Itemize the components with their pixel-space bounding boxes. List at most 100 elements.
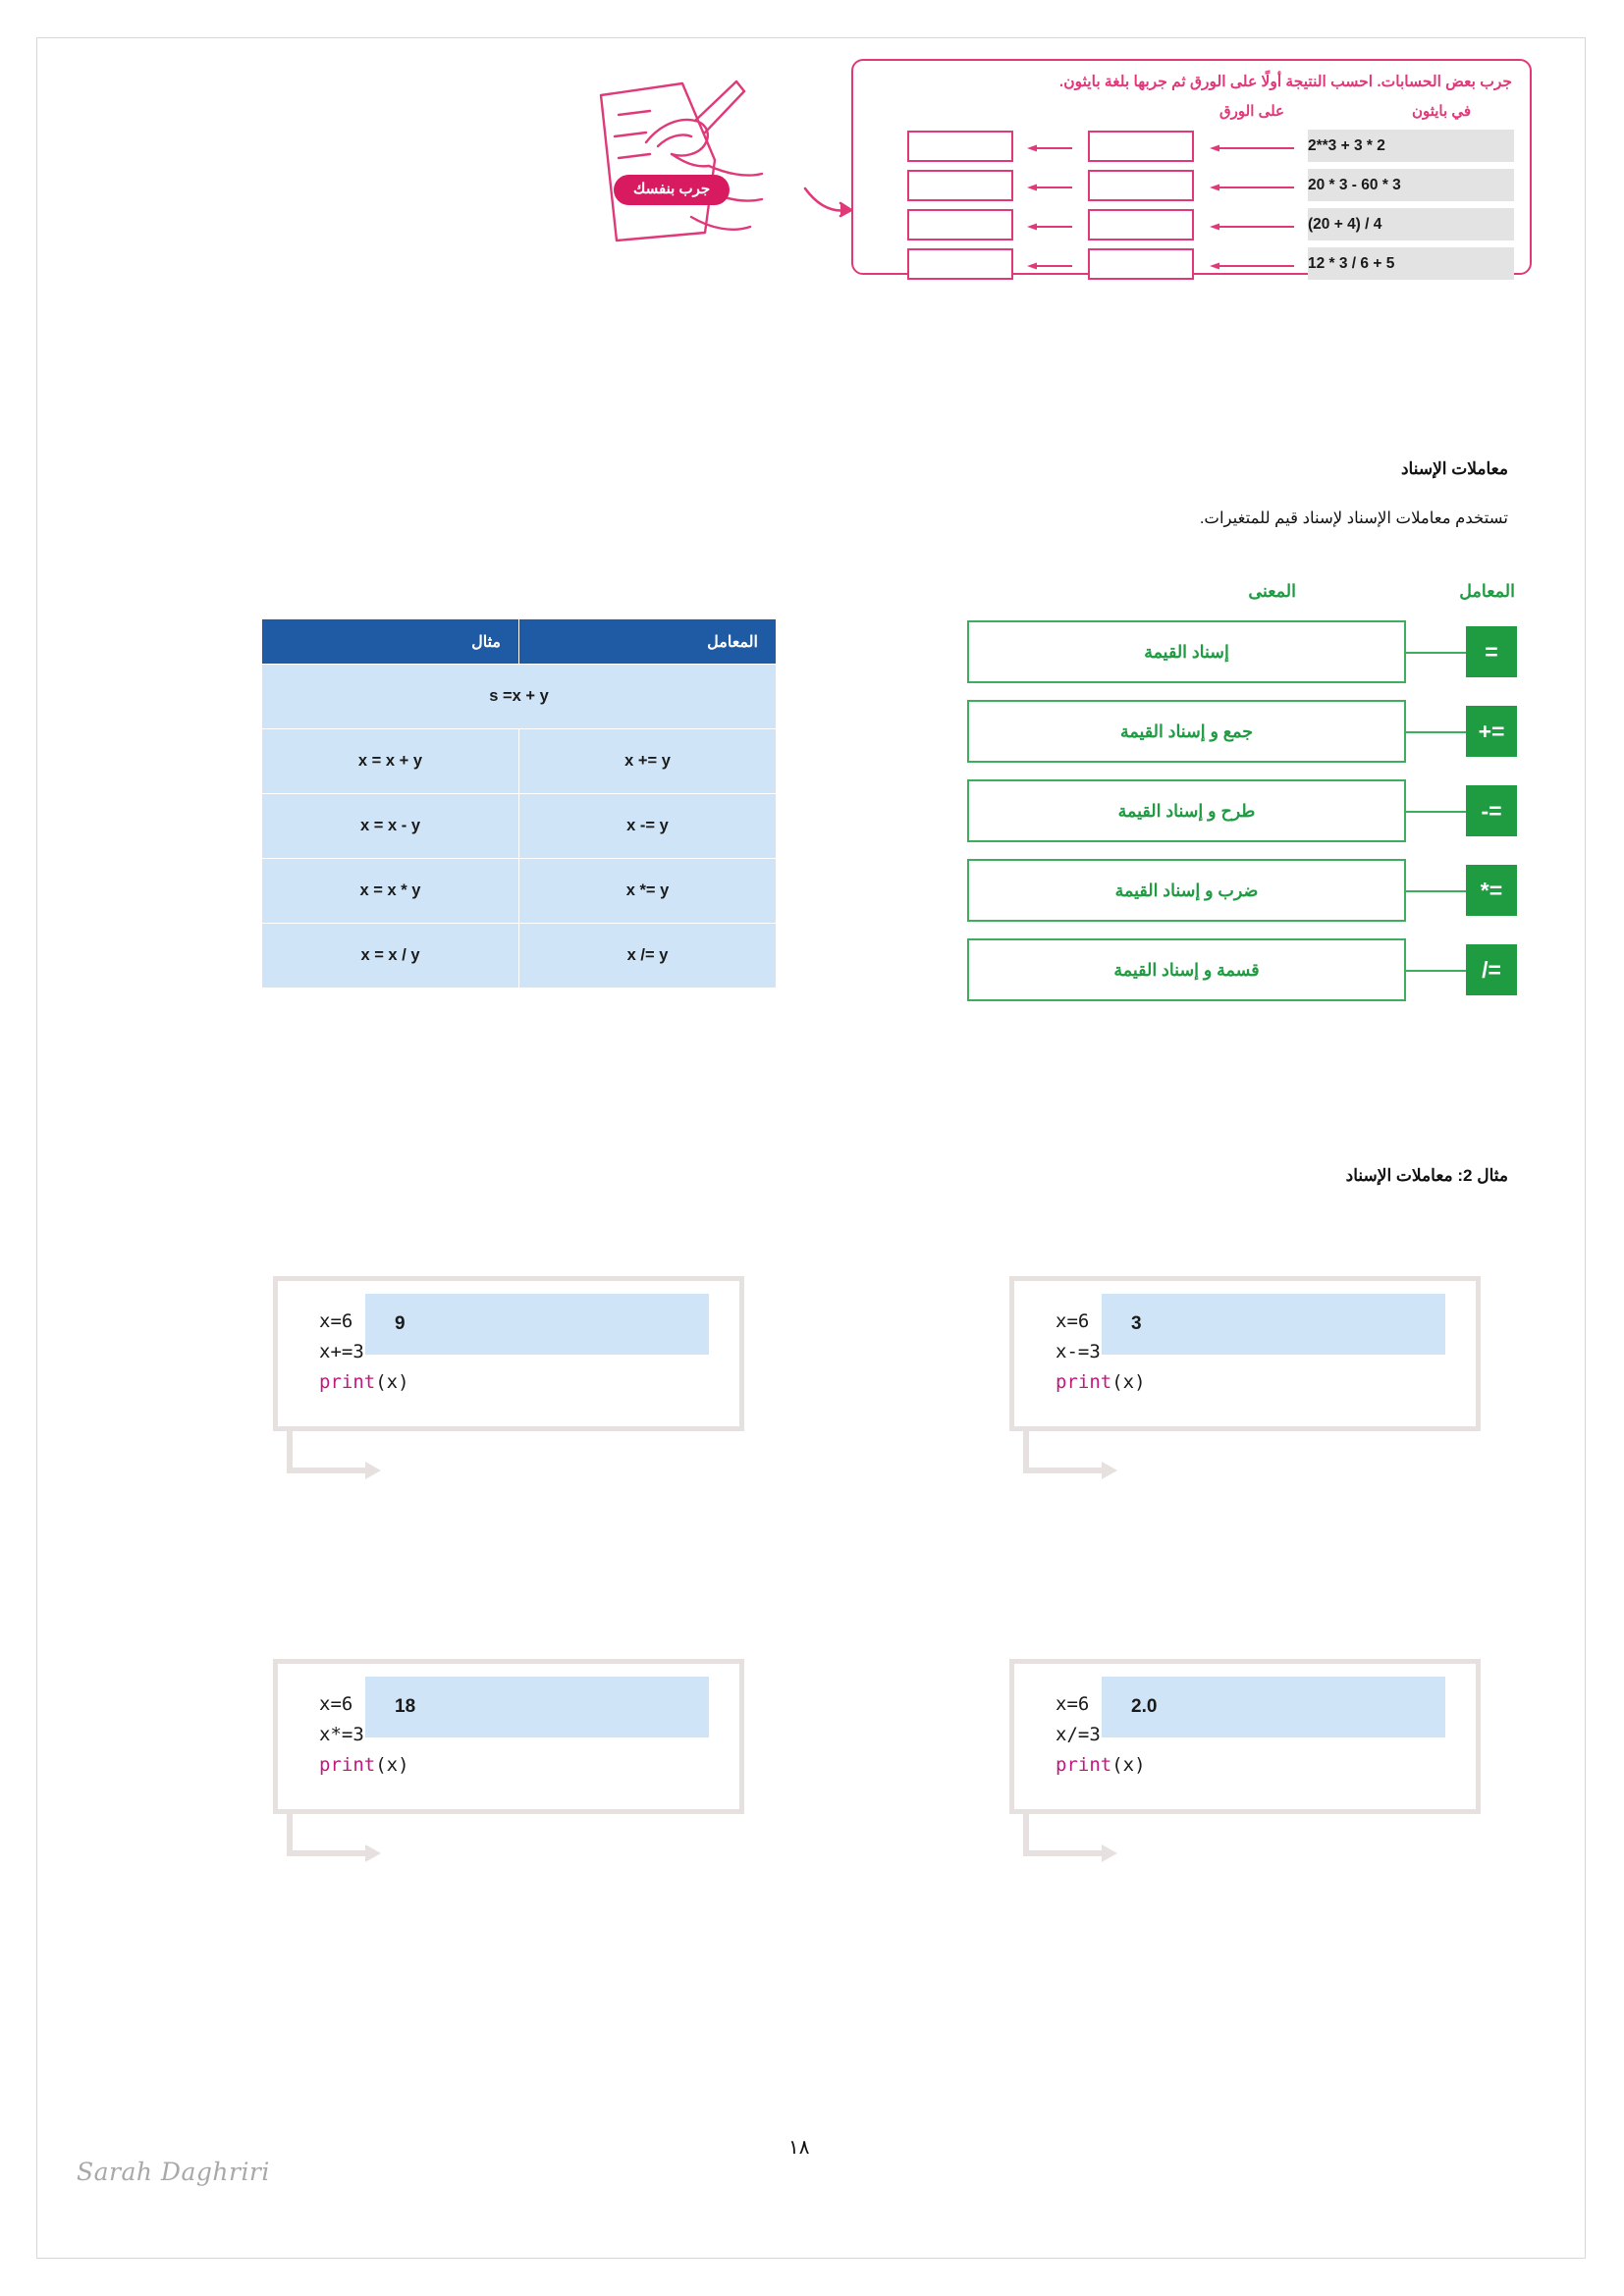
expression-chip: 12 * 3 / 6 + 5: [1308, 247, 1514, 280]
answer-blank-paper[interactable]: [1088, 248, 1194, 280]
exercise-row: 2**3 + 3 * 2: [867, 130, 1516, 164]
code-example-card: x=6 x*=3 print(x) 18: [273, 1659, 744, 1877]
code-line: x/=3: [1056, 1723, 1101, 1745]
exercise-row: 20 * 3 - 60 * 3: [867, 169, 1516, 203]
table-cell-example: x = x - y: [261, 793, 519, 859]
code-args: (x): [1111, 1753, 1146, 1776]
code-line-print: print(x): [278, 1750, 739, 1781]
answer-blank-python[interactable]: [907, 131, 1013, 162]
table-cell-example: x = x / y: [261, 923, 519, 988]
operator-meaning-label: جمع و إسناد القيمة: [967, 700, 1406, 763]
answer-blank-python[interactable]: [907, 248, 1013, 280]
assignment-operators-heading: معاملات الإسناد: [1400, 459, 1508, 478]
table-cell-operator: x /= y: [518, 923, 777, 988]
diagram-row: = إسناد القيمة: [967, 620, 1517, 687]
table-header-example: مثال: [261, 618, 519, 665]
table-cell-operator: x += y: [518, 728, 777, 794]
table-row: x /= y x = x / y: [261, 923, 777, 988]
hand-writing-doodle-icon: [589, 64, 825, 260]
column-label-python: في بايثون: [1411, 103, 1471, 120]
answer-blank-paper[interactable]: [1088, 131, 1194, 162]
arrow-right-icon: [1021, 144, 1072, 152]
code-line: x=6: [319, 1310, 353, 1332]
diagram-header-row: المعامل المعنى: [967, 581, 1517, 620]
table-row: s =x + y: [261, 664, 777, 729]
code-line-print: print(x): [278, 1367, 739, 1398]
code-output-value: 3: [1102, 1294, 1445, 1355]
exercise-instruction: جرب بعض الحسابات. احسب النتيجة أولًا على…: [1058, 74, 1512, 90]
code-line: x+=3: [319, 1340, 364, 1362]
table-row: x += y x = x + y: [261, 728, 777, 794]
output-connector: [273, 1431, 744, 1494]
exercise-rows: 2**3 + 3 * 2 20 * 3 - 60 * 3: [867, 130, 1516, 287]
diagram-header-meaning: المعنى: [1248, 581, 1296, 601]
code-args: (x): [375, 1753, 409, 1776]
example-section-heading: مثال 2: معاملات الإسناد: [1345, 1166, 1508, 1185]
operator-meaning-label: طرح و إسناد القيمة: [967, 779, 1406, 842]
answer-blank-python[interactable]: [907, 170, 1013, 201]
code-output-value: 18: [365, 1677, 709, 1737]
answer-blank-python[interactable]: [907, 209, 1013, 240]
answer-blank-paper[interactable]: [1088, 209, 1194, 240]
operator-symbol-chip: +=: [1466, 706, 1517, 757]
operator-examples-table: المعامل مثال s =x + y x += y x = x + y x…: [261, 618, 777, 988]
arrow-right-icon: [1021, 223, 1072, 231]
connector-line: [1405, 970, 1466, 972]
page-frame-border: [36, 37, 1586, 2259]
arrow-right-icon: [1204, 262, 1294, 270]
connector-line: [1405, 731, 1466, 733]
code-example-card: x=6 x-=3 print(x) 3: [1009, 1276, 1481, 1494]
connector-line: [1405, 890, 1466, 892]
code-line: x=6: [1056, 1310, 1090, 1332]
code-line: x*=3: [319, 1723, 364, 1745]
code-keyword: print: [319, 1753, 376, 1776]
code-keyword: print: [319, 1370, 376, 1393]
code-line-print: print(x): [1014, 1750, 1476, 1781]
expression-chip: (20 + 4) / 4: [1308, 208, 1514, 240]
code-line-print: print(x): [1014, 1367, 1476, 1398]
column-label-paper: على الورق: [1219, 103, 1284, 120]
table-row: x *= y x = x * y: [261, 858, 777, 924]
table-cell-example: x = x + y: [261, 728, 519, 794]
diagram-row: /= قسمة و إسناد القيمة: [967, 938, 1517, 1005]
badge-pointer-arrow-icon: [803, 185, 858, 223]
output-connector: [273, 1814, 744, 1877]
connector-line: [1405, 811, 1466, 813]
author-signature: Sarah Daghriri: [77, 2158, 270, 2186]
code-line: x-=3: [1056, 1340, 1101, 1362]
table-header-row: المعامل مثال: [261, 618, 777, 665]
arrow-right-icon: [1021, 184, 1072, 191]
operator-meaning-label: ضرب و إسناد القيمة: [967, 859, 1406, 922]
assignment-operators-description: تستخدم معاملات الإسناد لإسناد قيم للمتغي…: [1199, 509, 1508, 527]
try-it-yourself-section: جرب بنفسك جرب بعض الحسابات. احسب النتيجة…: [589, 59, 1532, 304]
operator-symbol-chip: *=: [1466, 865, 1517, 916]
arrow-right-icon: [1204, 223, 1294, 231]
code-keyword: print: [1056, 1753, 1112, 1776]
page-number: ١٨: [788, 2137, 810, 2159]
code-line: x=6: [319, 1693, 353, 1715]
arrow-right-icon: [1204, 144, 1294, 152]
operator-meaning-label: إسناد القيمة: [967, 620, 1406, 683]
operator-meaning-label: قسمة و إسناد القيمة: [967, 938, 1406, 1001]
code-output-value: 9: [365, 1294, 709, 1355]
operator-symbol-chip: =: [1466, 626, 1517, 677]
expression-chip: 2**3 + 3 * 2: [1308, 130, 1514, 162]
code-example-card: x=6 x+=3 print(x) 9: [273, 1276, 744, 1494]
practice-exercise-box: جرب بعض الحسابات. احسب النتيجة أولًا على…: [851, 59, 1532, 280]
table-cell-example: x = x * y: [261, 858, 519, 924]
table-header-operator: المعامل: [518, 618, 777, 665]
arrow-right-icon: [1204, 184, 1294, 191]
diagram-row: += جمع و إسناد القيمة: [967, 700, 1517, 767]
code-args: (x): [1111, 1370, 1146, 1393]
table-cell-operator: x *= y: [518, 858, 777, 924]
table-row: x -= y x = x - y: [261, 793, 777, 859]
answer-blank-paper[interactable]: [1088, 170, 1194, 201]
exercise-column-labels: على الورق في بايثون: [853, 102, 1530, 128]
exercise-row: (20 + 4) / 4: [867, 208, 1516, 242]
code-line: x=6: [1056, 1693, 1090, 1715]
output-connector: [1009, 1814, 1481, 1877]
operator-meaning-diagram: المعامل المعنى = إسناد القيمة += جمع و إ…: [967, 581, 1517, 1018]
code-example-card: x=6 x/=3 print(x) 2.0: [1009, 1659, 1481, 1877]
exercise-row: 12 * 3 / 6 + 5: [867, 247, 1516, 282]
operator-symbol-chip: /=: [1466, 944, 1517, 995]
